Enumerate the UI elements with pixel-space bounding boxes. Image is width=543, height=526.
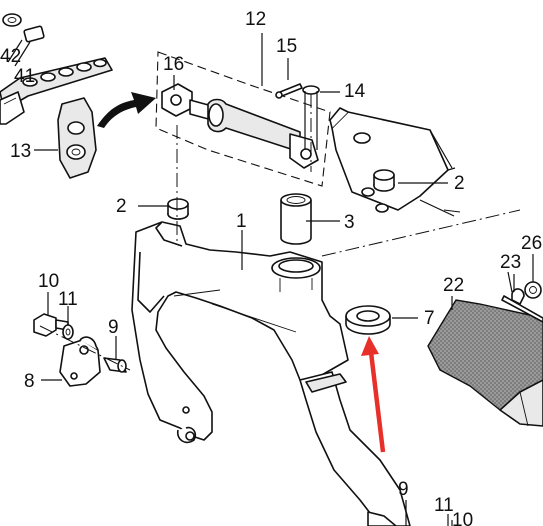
callout-8: 8: [24, 371, 35, 392]
screw-part-23: [501, 274, 543, 323]
callout-11: 11: [58, 289, 78, 310]
callout-15: 15: [276, 36, 297, 57]
bottom-hardware: [367, 500, 453, 526]
bracket-part-8: [59, 336, 101, 387]
washer-part-11: [62, 306, 74, 340]
washer-part-42: [2, 13, 22, 27]
callout-26: 26: [521, 233, 542, 254]
callout-2-left: 2: [116, 196, 127, 217]
bolt-part-41: [7, 25, 45, 67]
bushing-part-3: [280, 193, 312, 245]
callout-41: 41: [14, 66, 35, 87]
axis-centerline: [321, 209, 521, 257]
pin-part-9-left: [103, 336, 127, 373]
dashed-group-outline-12: [155, 51, 331, 187]
bushing-part-2-lower: [167, 125, 189, 244]
callout-14: 14: [344, 81, 366, 102]
callout-42: 42: [0, 46, 21, 67]
washer-part-7: [345, 305, 391, 335]
leader-lines: [34, 33, 513, 381]
callout-11-bottom: 11: [434, 495, 454, 516]
callout-9-bottom: 9: [398, 479, 409, 500]
left-hardware-axis: [39, 325, 131, 371]
callout-3: 3: [344, 212, 355, 233]
bolt-part-10: [33, 292, 69, 337]
bushing-part-2-upper: [373, 169, 395, 192]
mounting-bracket-plate: [329, 107, 461, 217]
pin-part-14: [302, 85, 320, 172]
callout-13: 13: [10, 141, 31, 162]
rubber-pad-part-22: [427, 299, 543, 427]
callout-2-right: 2: [454, 173, 465, 194]
chain-link-part: [0, 57, 113, 125]
callout-labels: 42 41 13 16 12 15 14 2 2 1 3 7 10 11 9 8…: [0, 9, 542, 526]
pedal-frame-part-1: [131, 221, 411, 526]
bracket-part-13: [57, 97, 97, 179]
callout-22: 22: [443, 275, 464, 296]
callout-23: 23: [500, 252, 521, 273]
split-pin-part-15: [275, 83, 303, 99]
callout-7: 7: [424, 308, 435, 329]
callout-1: 1: [236, 211, 247, 232]
callout-10-bottom: 10: [452, 510, 473, 526]
nut-part-26: [524, 254, 542, 299]
callout-9-left: 9: [108, 317, 119, 338]
callout-16: 16: [163, 54, 184, 75]
red-arrow-icon: [361, 336, 386, 453]
callout-10: 10: [38, 271, 59, 292]
callout-12: 12: [245, 9, 266, 30]
black-curved-arrow-icon: [97, 92, 156, 128]
hydraulic-cylinder-16: [161, 83, 319, 169]
